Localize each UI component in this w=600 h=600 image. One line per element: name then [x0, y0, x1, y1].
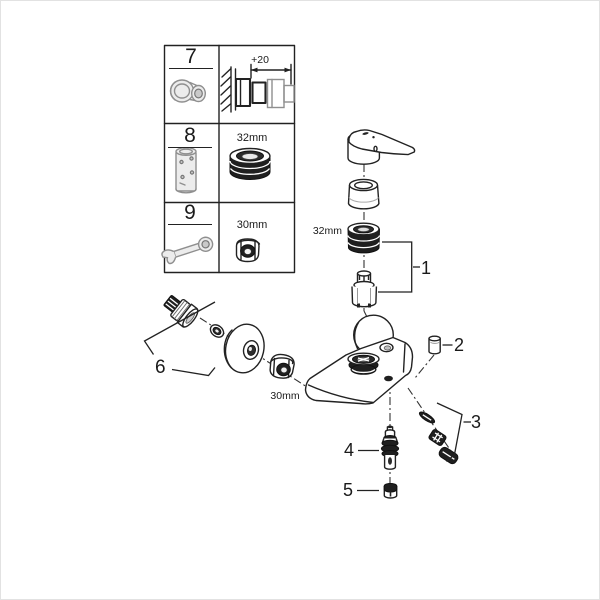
fitting-extended-outline — [266, 78, 285, 109]
union-nut-size-label: 30mm — [270, 390, 300, 402]
wall-hatching — [220, 68, 232, 112]
top-port-hole — [379, 342, 394, 353]
table-row-7-number: 7 — [169, 46, 213, 69]
s-union-drawing — [163, 295, 199, 328]
table-32mm-label: 32mm — [236, 132, 268, 144]
socket-tool-drawing — [175, 146, 197, 194]
screw-5-drawing — [357, 483, 398, 499]
cartridge-nut-drawing — [347, 222, 381, 254]
table-border — [163, 44, 296, 274]
plug-2-drawing — [428, 335, 453, 355]
cartridge-nut-size-label: 32mm — [312, 225, 342, 237]
callout-3-label: 3 — [471, 412, 482, 432]
aerator-3-drawing — [418, 402, 471, 465]
table-row-8-number: 8 — [168, 125, 212, 148]
depth-20-label: +20 — [251, 54, 269, 66]
fitting-a — [234, 77, 252, 108]
dimension-20 — [250, 63, 292, 85]
plug-axis-line — [414, 354, 435, 379]
callout-1-bracket — [378, 241, 420, 293]
callout-2-label: 2 — [454, 335, 465, 355]
union-6-group — [143, 295, 295, 379]
cartridge-nut-32-drawing — [229, 147, 271, 180]
cartridge-drawing — [351, 270, 378, 308]
wrench-open-jaw — [161, 249, 177, 265]
table-30mm-label: 30mm — [236, 219, 268, 231]
escutcheon-drawing — [223, 323, 265, 374]
lever-handle-drawing — [347, 129, 416, 165]
exploded-view — [143, 129, 471, 499]
tools-table — [161, 44, 296, 274]
cap-drawing — [347, 178, 380, 210]
callout-5-label: 5 — [343, 480, 354, 500]
set-screw-hole — [384, 375, 393, 382]
callout-1-label: 1 — [421, 258, 432, 278]
install-depth-diagram — [220, 63, 295, 113]
aerator-insert — [428, 429, 447, 446]
callout-3-bracket — [436, 402, 471, 462]
union-washer-drawing — [209, 324, 225, 338]
faucet-body-drawing — [304, 314, 414, 405]
callout-6-label: 6 — [155, 357, 166, 378]
wrench-drawing — [161, 236, 214, 265]
nut-30-drawing — [235, 238, 261, 263]
callout-4-label: 4 — [344, 440, 355, 460]
fitting-b — [251, 81, 267, 105]
union-nut-30-drawing — [269, 353, 295, 379]
callout-6-bracket — [143, 301, 216, 377]
diverter-4-drawing — [358, 425, 400, 470]
cartridge-stem-splines — [358, 275, 370, 281]
body-aerator — [347, 352, 380, 375]
temp-indicator-dot — [373, 145, 378, 153]
adapter-tool-drawing — [169, 79, 206, 103]
table-row-9-number: 9 — [168, 202, 212, 225]
lever-blade — [348, 129, 416, 156]
